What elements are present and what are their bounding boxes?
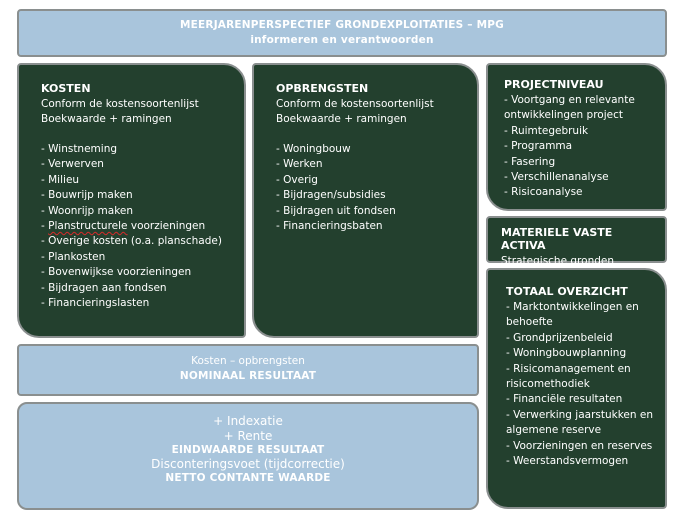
nominaal-box: Kosten – opbrengsten NOMINAAL RESULTAAT	[17, 344, 479, 396]
nominaal-line1: Kosten – opbrengsten	[191, 355, 305, 367]
list-item: - Werken	[276, 158, 323, 171]
projectniveau-title: PROJECTNIVEAU	[504, 78, 604, 91]
totaal-title: TOTAAL OVERZICHT	[506, 285, 628, 298]
eindwaarde-line1: + Indexatie	[213, 414, 283, 428]
list-item: - Fasering	[504, 155, 556, 168]
materiele-line: Strategische gronden	[501, 255, 614, 267]
header-box: MEERJARENPERSPECTIEF GRONDEXPLOITATIES –…	[17, 9, 667, 57]
kosten-box: KOSTEN Conform de kostensoortenlijst Boe…	[17, 63, 246, 338]
list-item: - Winstneming	[41, 143, 118, 155]
spellcheck-word: Planstructurele	[48, 220, 128, 233]
opbrengsten-list: - Woningbouw - Werken - Overig - Bijdrag…	[276, 142, 469, 234]
list-item: - Verwerking jaarstukken en algemene res…	[506, 408, 653, 437]
list-item: - Risicoanalyse	[504, 186, 583, 199]
materiele-title: MATERIELE VASTE ACTIVA	[501, 226, 613, 252]
header-title: MEERJARENPERSPECTIEF GRONDEXPLOITATIES –…	[180, 19, 504, 31]
kosten-line1: Conform de kostensoortenlijst	[41, 98, 199, 110]
eindwaarde-line4: Disconteringsvoet (tijdcorrectie)	[151, 457, 345, 472]
list-item-prefix: -	[41, 220, 49, 233]
header-subtitle: informeren en verantwoorden	[250, 34, 434, 46]
list-item: - Bovenwijkse voorzieningen	[41, 266, 192, 279]
eindwaarde-box: + Indexatie + Rente EINDWAARDE RESULTAAT…	[17, 402, 479, 510]
kosten-title: KOSTEN	[41, 82, 91, 95]
list-item: - Bouwrijp maken	[41, 189, 133, 202]
list-item: - Woningbouw	[276, 143, 351, 155]
list-item: - Voorzieningen en reserves	[506, 439, 653, 452]
eindwaarde-line3: EINDWAARDE RESULTAAT	[171, 444, 325, 456]
list-item: - Plankosten	[41, 250, 106, 263]
eindwaarde-line2: + Rente	[223, 429, 273, 443]
list-item: - Financieringslasten	[41, 297, 150, 310]
list-item: - Verwerven	[41, 158, 104, 171]
list-item: - Ruimtegebruik	[504, 124, 589, 137]
list-item: - Financiële resultaten	[506, 393, 623, 406]
list-item: - Bijdragen/subsidies	[276, 189, 386, 202]
nominaal-line2: NOMINAAL RESULTAAT	[179, 370, 317, 383]
opbrengsten-title: OPBRENGSTEN	[276, 82, 369, 95]
list-item: - Voortgang en relevante ontwikkelingen …	[504, 94, 635, 122]
list-item: - Overig	[276, 173, 318, 186]
list-item-rest: voorzieningen	[127, 220, 206, 233]
list-item: - Verschillenanalyse	[504, 171, 609, 184]
list-item: - Weerstandsvermogen	[506, 455, 629, 468]
list-item: - Bijdragen aan fondsen	[41, 281, 167, 294]
projectniveau-box: PROJECTNIVEAU - Voortgang en relevante o…	[486, 63, 667, 211]
list-item: - Financieringsbaten	[276, 220, 383, 233]
list-item: - Woonrijp maken	[41, 204, 134, 217]
list-item: - Grondprijzenbeleid	[506, 331, 613, 344]
list-item: - Programma	[504, 140, 573, 153]
kosten-list: - Winstneming - Verwerven - Milieu - Bou…	[41, 142, 236, 311]
list-item: - Overige kosten (o.a. planschade)	[41, 235, 222, 248]
totaal-box: TOTAAL OVERZICHT - Marktontwikkelingen e…	[486, 268, 667, 509]
kosten-line2: Boekwaarde + ramingen	[41, 113, 172, 125]
opbrengsten-box: OPBRENGSTEN Conform de kostensoortenlijs…	[252, 63, 479, 338]
opbrengsten-line2: Boekwaarde + ramingen	[276, 113, 407, 125]
eindwaarde-line5: NETTO CONTANTE WAARDE	[165, 472, 331, 485]
totaal-list: - Marktontwikkelingen en behoefte - Gron…	[506, 300, 659, 469]
list-item: - Marktontwikkelingen en behoefte	[506, 301, 639, 329]
list-item: - Planstructurele voorzieningen	[41, 219, 236, 234]
list-item: - Milieu	[41, 173, 80, 186]
list-item: - Risicomanagement en risicomethodiek	[506, 362, 631, 391]
materiele-box: MATERIELE VASTE ACTIVA Strategische gron…	[486, 216, 667, 267]
projectniveau-list: - Voortgang en relevante ontwikkelingen …	[504, 93, 659, 201]
list-item: - Bijdragen uit fondsen	[276, 204, 396, 217]
opbrengsten-line1: Conform de kostensoortenlijst	[276, 98, 434, 110]
list-item: - Woningbouwplanning	[506, 347, 627, 360]
